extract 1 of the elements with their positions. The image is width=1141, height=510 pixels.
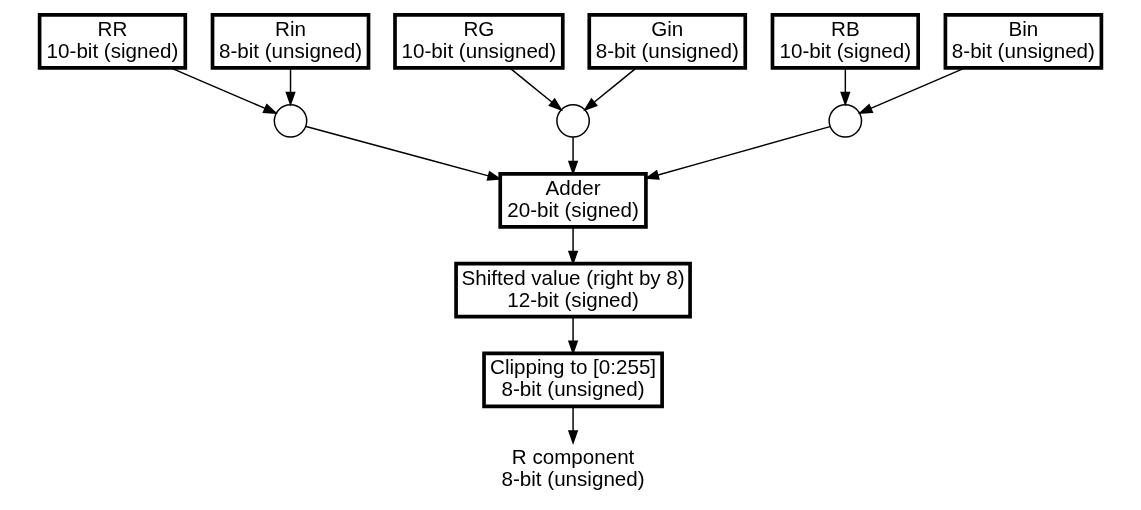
node-text: R component 8-bit (unsigned): [501, 444, 645, 490]
